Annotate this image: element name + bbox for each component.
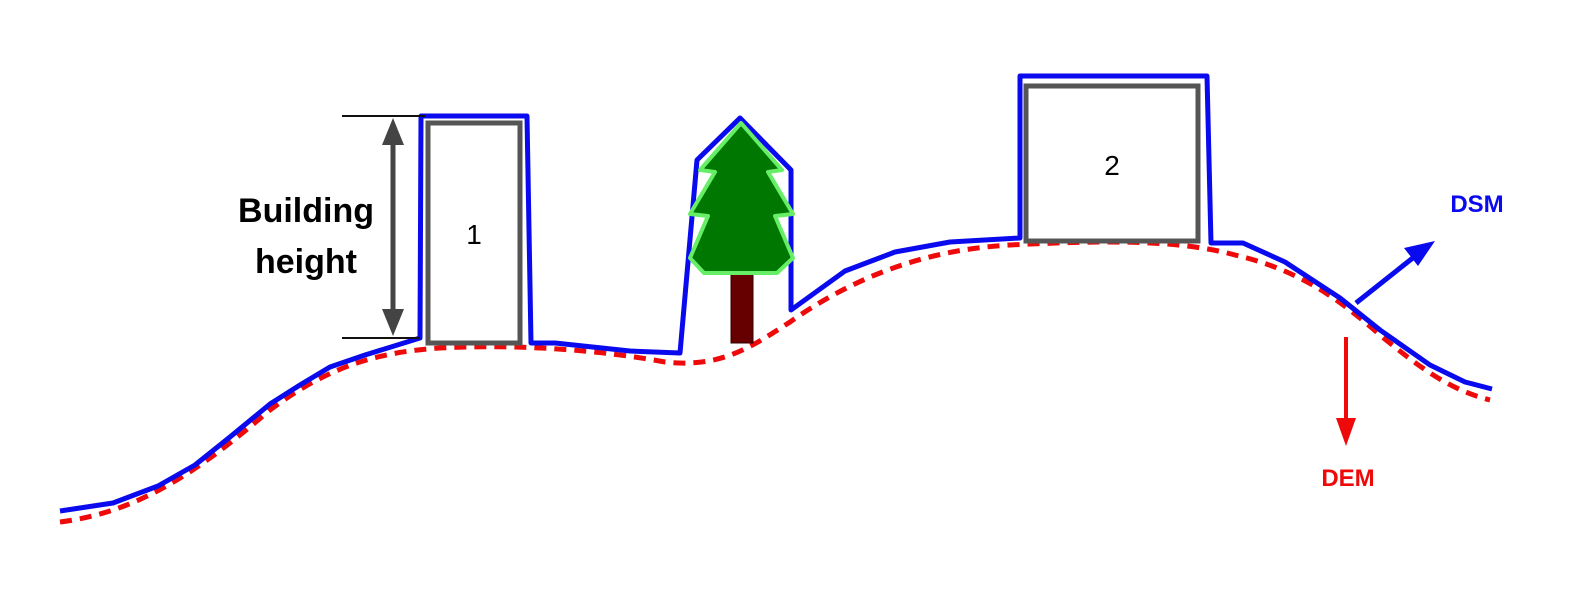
dimension-arrowhead-up — [382, 118, 404, 145]
tree-crown — [688, 121, 795, 275]
building-height-dimension — [342, 115, 425, 339]
building-1-label: 1 — [466, 219, 482, 250]
building-2-label: 2 — [1104, 150, 1120, 181]
dem-terrain-line — [59, 239, 1491, 525]
dsm-arrow — [1354, 241, 1435, 305]
dsm-surface-line — [59, 73, 1493, 514]
building-height-label-line2: height — [255, 243, 357, 281]
tree-trunk — [730, 272, 754, 344]
dimension-arrowhead-down — [382, 309, 404, 336]
dem-label: DEM — [1321, 465, 1374, 492]
building-2 — [1023, 83, 1201, 244]
building-height-label-line1: Building — [238, 192, 374, 230]
building-1 — [425, 120, 523, 346]
dsm-label: DSM — [1450, 191, 1503, 218]
tree — [688, 121, 795, 344]
dem-arrow — [1336, 337, 1356, 446]
